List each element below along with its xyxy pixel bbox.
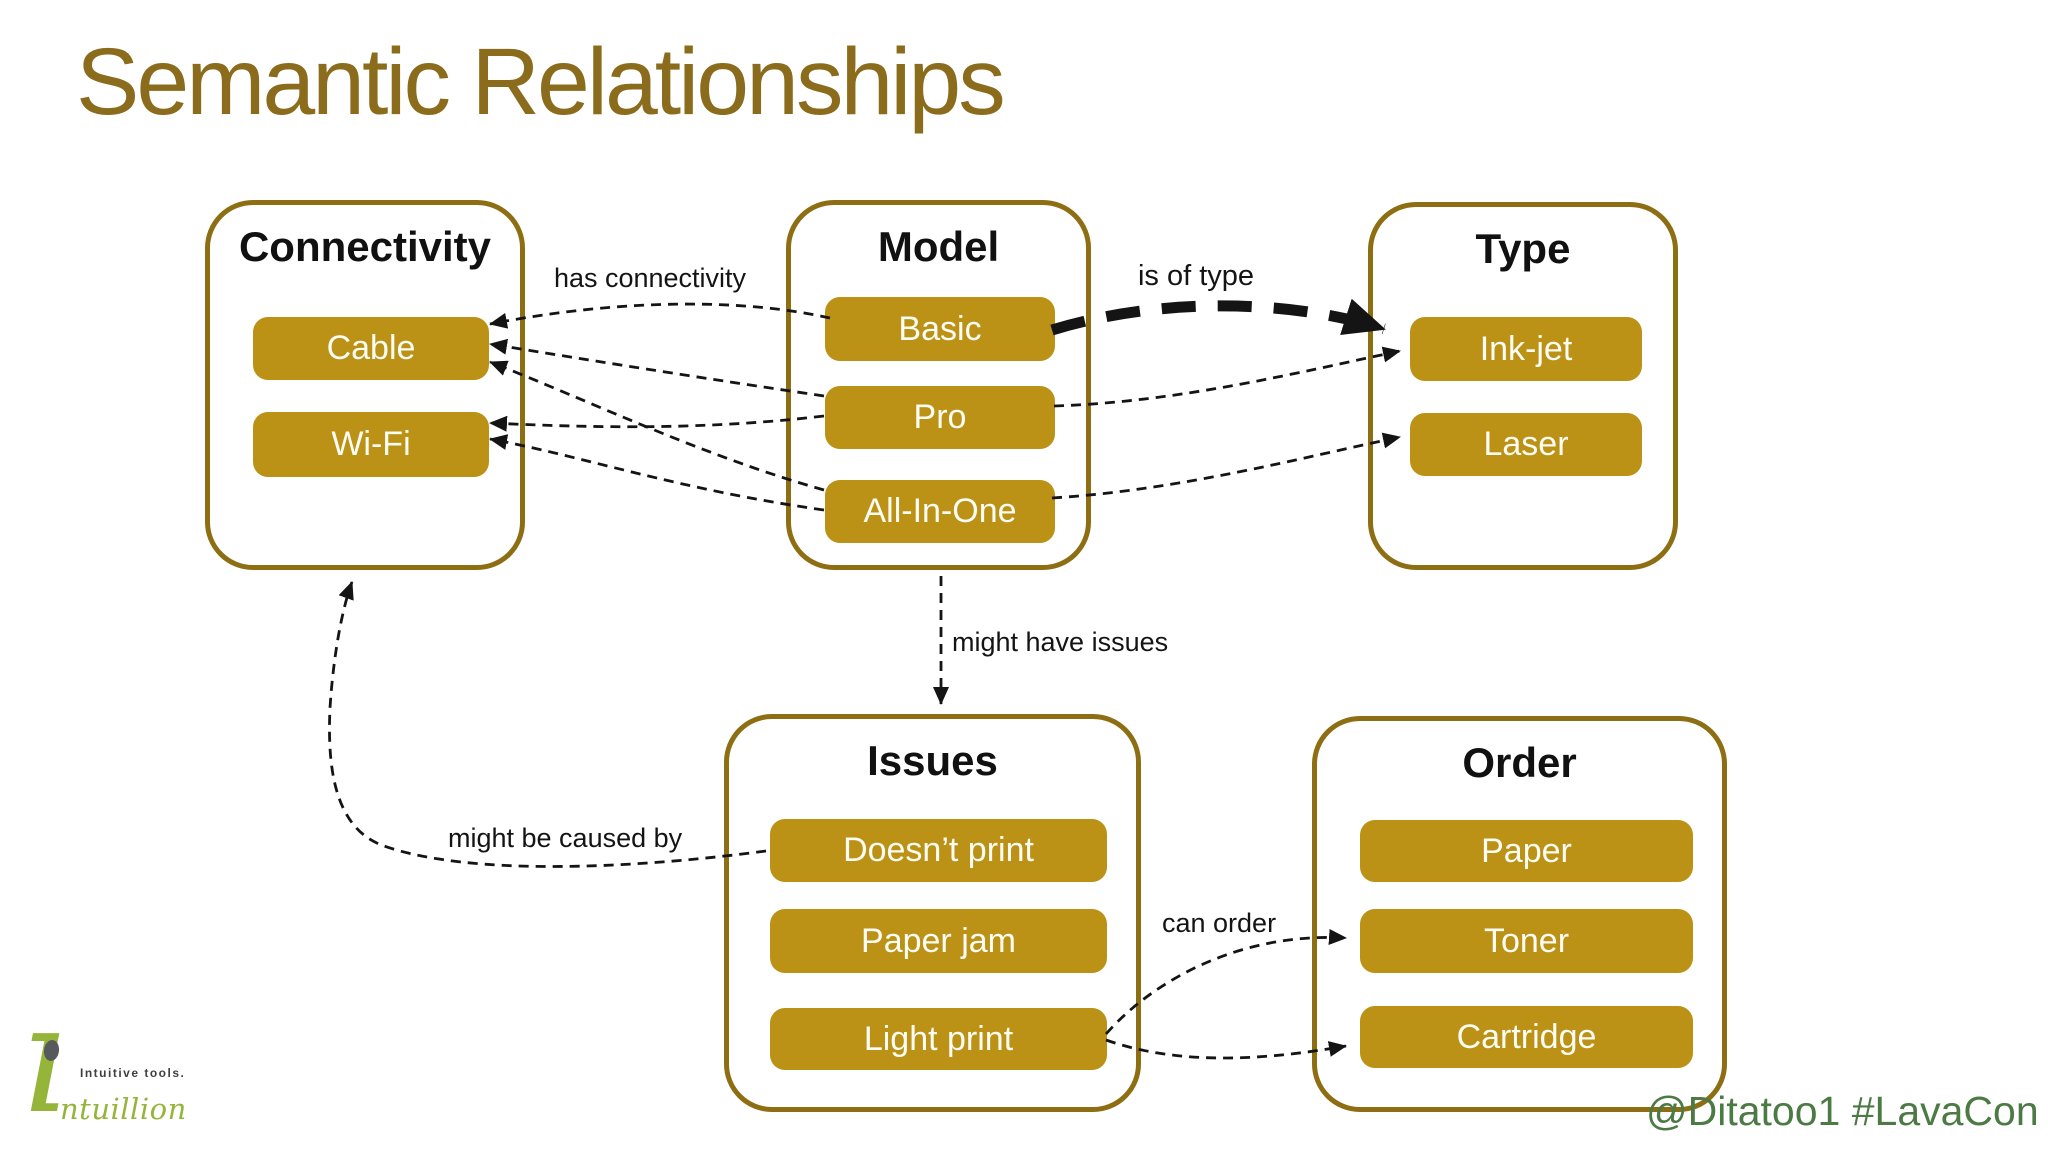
group-title-connectivity: Connectivity: [238, 223, 492, 270]
arrow-basic-inkjet: [1050, 298, 1386, 336]
group-box-model: Model Basic Pro All-In-One: [786, 200, 1091, 570]
item-pro: Pro: [825, 386, 1055, 449]
arrow-pro-inkjet: [1053, 346, 1401, 408]
page-title: Semantic Relationships: [76, 29, 1006, 135]
item-wifi: Wi-Fi: [253, 412, 489, 477]
item-basic: Basic: [825, 297, 1055, 361]
arrow-pro-cable: [489, 338, 825, 398]
group-title-model: Model: [877, 223, 1000, 270]
logo-text: ntuillion: [60, 1092, 187, 1126]
arrow-pro-wifi: [489, 414, 825, 432]
item-all-in-one: All-In-One: [825, 480, 1055, 543]
group-box-type: Type Ink-jet Laser: [1368, 202, 1678, 570]
item-light-print: Light print: [770, 1008, 1107, 1070]
label-is-of-type: is of type: [1137, 260, 1255, 292]
social-handle: @Ditatoo1 #LavaCon: [1646, 1088, 2039, 1134]
item-laser: Laser: [1410, 413, 1642, 476]
logo-tagline: Intuitive tools.: [80, 1066, 186, 1080]
group-title-issues: Issues: [867, 737, 998, 784]
arrow-all-in-one-wifi: [489, 434, 825, 512]
label-has-connectivity: has connectivity: [553, 263, 747, 293]
label-might-have-issues: might have issues: [952, 627, 1169, 657]
group-box-issues: Issues Doesn’t print Paper jam Light pri…: [724, 714, 1141, 1112]
item-doesnt-print: Doesn’t print: [770, 819, 1107, 882]
item-toner: Toner: [1360, 909, 1693, 973]
arrow-light-print-cartridge: [1105, 1038, 1347, 1060]
label-might-be-caused-by: might be caused by: [448, 823, 683, 853]
arrow-all-in-one-laser: [1051, 432, 1401, 500]
item-paper: Paper: [1360, 820, 1693, 882]
logo-i-stem: ı: [20, 973, 68, 1147]
item-ink-jet: Ink-jet: [1410, 317, 1642, 381]
item-cable: Cable: [253, 317, 489, 380]
item-paper-jam: Paper jam: [770, 909, 1107, 973]
item-cartridge: Cartridge: [1360, 1006, 1693, 1068]
arrow-basic-cable: [489, 302, 831, 329]
arrow-all-in-one-cable: [489, 360, 825, 492]
arrow-light-print-toner: [1104, 928, 1347, 1035]
group-title-type: Type: [1475, 225, 1571, 272]
label-can-order: can order: [1162, 908, 1277, 938]
group-box-order: Order Paper Toner Cartridge: [1312, 716, 1727, 1112]
group-box-connectivity: Connectivity Cable Wi-Fi: [205, 200, 525, 570]
group-title-order: Order: [1462, 739, 1577, 786]
